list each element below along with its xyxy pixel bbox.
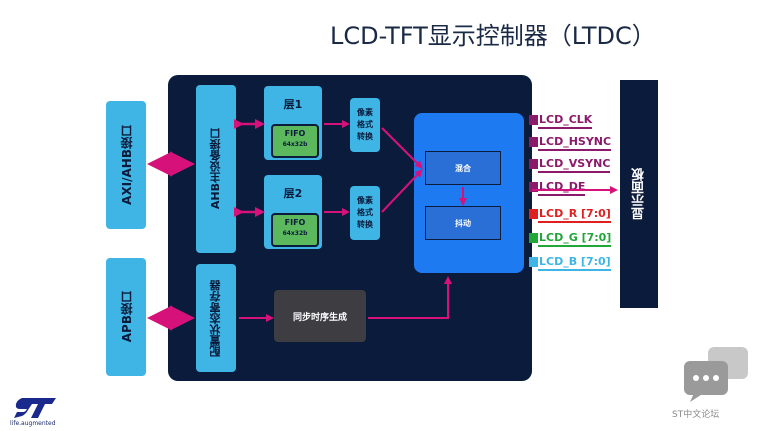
signal-marker — [529, 159, 538, 169]
layer2-fifo: FIFO 64x32b — [271, 213, 319, 247]
pfc2-line-2: 格式 — [357, 208, 373, 217]
signal-label: LCD_R [7:0] — [538, 207, 611, 223]
pfc1-to-blend-arrow — [381, 127, 423, 169]
layer2-block: 层2 FIFO 64x32b — [264, 175, 322, 249]
pfc2-line-1: 像素 — [357, 196, 373, 205]
signal-marker — [529, 257, 538, 267]
layer2-fifo-label: FIFO — [284, 218, 306, 227]
axi-ahb-interface-block: AXI/AHB接口 — [106, 101, 146, 229]
page-title: LCD-TFT显示控制器（LTDC） — [330, 22, 656, 50]
signal-marker — [529, 209, 538, 219]
pfc1-line-3: 转换 — [357, 132, 373, 141]
pixel-format-converter-2: 像素 格式 转换 — [350, 186, 380, 240]
chat-bubbles-icon — [684, 347, 748, 402]
layer1-fifo-size: 64x32b — [282, 141, 308, 148]
signal-label: LCD_G [7:0] — [538, 231, 612, 247]
dithering-block: 抖动 — [425, 206, 501, 240]
pixel-format-converter-1: 像素 格式 转换 — [350, 98, 380, 152]
layer1-fifo: FIFO 64x32b — [271, 124, 319, 158]
signal-label: LCD_B [7:0] — [538, 255, 611, 271]
pfc1-line-2: 格式 — [357, 120, 373, 129]
ahb-master-interface-block: AHB主设备接口 — [196, 85, 236, 253]
signal-marker — [529, 115, 538, 125]
pfc2-line-3: 转换 — [357, 220, 373, 229]
signal-label: LCD_VSYNC — [538, 157, 611, 173]
blending-block: 混合 — [425, 151, 501, 185]
apb-interface-block: APB接口 — [106, 258, 146, 376]
layer2-label: 层2 — [283, 187, 303, 200]
forum-watermark: ST中文论坛 — [672, 410, 720, 420]
st-logo-tagline: life.augmented — [10, 420, 56, 427]
pfc2-to-blend-arrow — [381, 169, 423, 213]
blending-dithering-block — [414, 113, 524, 273]
layer2-fifo-size: 64x32b — [282, 230, 308, 237]
layer1-block: 层1 FIFO 64x32b — [264, 86, 322, 160]
config-status-registers-block: 配置状态寄存器 — [196, 264, 236, 372]
signal-marker — [529, 182, 538, 192]
display-panel-block: 显示面板 — [620, 80, 658, 308]
sync-to-blend-arrow — [368, 276, 452, 319]
pfc1-line-1: 像素 — [357, 108, 373, 117]
signal-marker — [529, 137, 538, 147]
sync-timing-generator-block: 同步时序生成 — [274, 290, 366, 342]
signal-marker — [529, 233, 538, 243]
layer1-fifo-label: FIFO — [284, 129, 306, 138]
layer1-label: 层1 — [283, 98, 303, 111]
signal-label: LCD_CLK — [538, 113, 593, 129]
signal-label: LCD_HSYNC — [538, 135, 612, 151]
st-logo-icon — [14, 398, 56, 418]
